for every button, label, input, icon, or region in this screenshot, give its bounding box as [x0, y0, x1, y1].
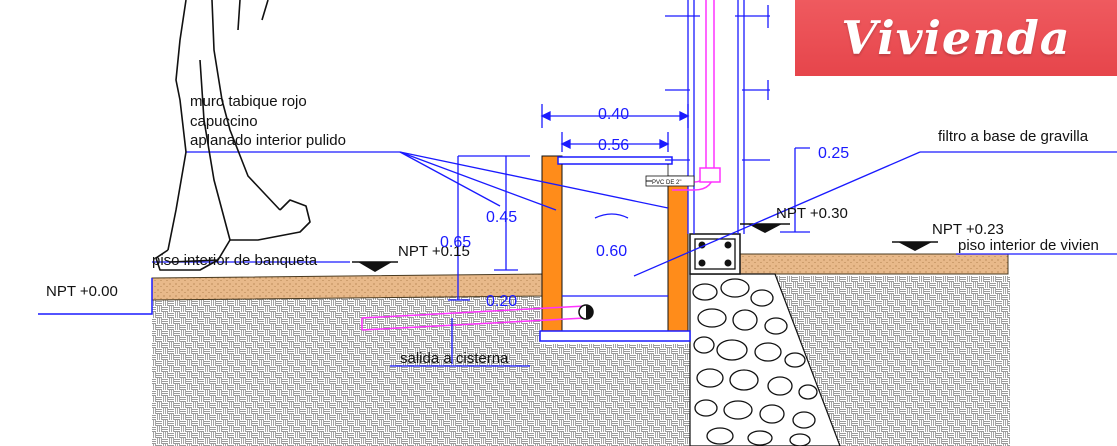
person-figure	[155, 0, 311, 271]
label-outlet: salida a cisterna	[400, 350, 509, 367]
dim-056: 0.56	[598, 137, 629, 154]
brand-banner: Vivienda	[795, 0, 1117, 76]
level-npt023: NPT +0.23	[932, 221, 1004, 238]
house-floor-fill-layer	[739, 253, 1009, 275]
level-npt030: NPT +0.30	[776, 205, 848, 222]
brand-logo-text: Vivienda	[841, 11, 1071, 65]
outlet-valve-fill	[586, 305, 593, 319]
label-filter: filtro a base de gravilla	[938, 128, 1089, 145]
dim-025: 0.25	[818, 145, 849, 162]
gravel-stones	[692, 278, 818, 446]
box-inner-line	[561, 164, 669, 330]
box-lid	[557, 156, 673, 165]
pipe-label: PVC DE 2"	[652, 180, 681, 186]
dim-045: 0.45	[486, 209, 517, 226]
downspout-pipe	[672, 0, 721, 191]
dim-020: 0.20	[486, 293, 517, 310]
box-floor	[539, 330, 691, 342]
dim-040: 0.40	[598, 106, 629, 123]
level-markers	[352, 223, 938, 272]
leader-lines	[152, 151, 1117, 367]
label-house-floor: piso interior de vivien	[958, 237, 1099, 254]
level-npt015: NPT +0.15	[398, 243, 470, 260]
concrete-beam	[689, 233, 741, 275]
soil-hatch	[152, 296, 540, 446]
dim-060: 0.60	[596, 243, 627, 260]
gravel-foundation	[689, 273, 841, 446]
label-wall-line3: aplanado interior pulido	[190, 132, 346, 149]
dim-065: 0.65	[440, 234, 471, 251]
beam-stirrup	[694, 238, 736, 270]
outlet-pipe	[361, 305, 586, 331]
dimension-lines	[448, 104, 810, 301]
level-marker-npt023	[898, 242, 932, 251]
pipe-tag: PVC DE 2"	[645, 175, 695, 187]
level-marker-npt030	[748, 224, 782, 233]
level-npt000: NPT +0.00	[46, 283, 118, 300]
level-marker-npt015	[358, 262, 392, 272]
soil-hatch-under-box	[540, 344, 690, 446]
label-wall-line1: muro tabique rojo	[190, 93, 307, 110]
soil-hatch-right	[775, 276, 1010, 446]
ground-line	[38, 278, 153, 315]
label-wall-line2: capuccino	[190, 113, 258, 130]
label-sidewalk-floor: piso interior de banqueta	[152, 252, 318, 269]
